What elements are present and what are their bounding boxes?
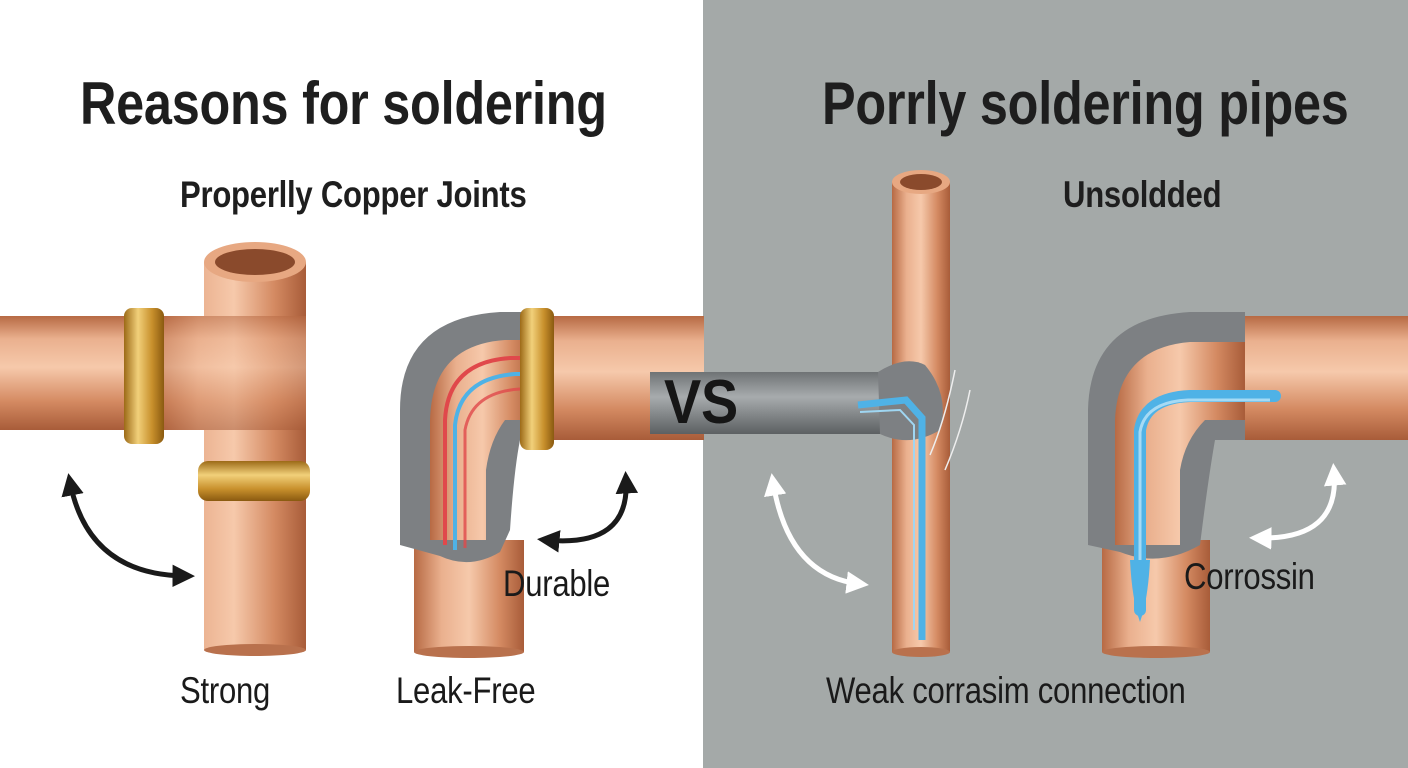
durable-label: Durable [503,563,611,604]
strong-arrow-icon [61,473,195,588]
weak-connection-arrow-icon [764,473,869,594]
left-title: Reasons for soldering [80,70,607,137]
right-title: Porrly soldering pipes [822,70,1349,137]
leak-free-label: Leak-Free [396,670,536,711]
copper-tee-joint-diagram [0,242,310,656]
weak-connection-label: Weak corrasim connection [826,670,1186,711]
right-subtitle: Unsoldded [1063,174,1222,215]
corrosion-label: Corrossin [1184,556,1315,597]
unsoldered-tee-diagram [745,170,971,657]
vs-label: VS [664,368,738,437]
left-subtitle: Properlly Copper Joints [180,174,527,215]
corrosion-arrow-icon [1249,463,1347,550]
corroded-elbow-diagram [1088,312,1408,658]
strong-label: Strong [180,670,271,711]
vs-connector-pipe [650,372,745,434]
durable-arrow-icon [537,471,639,553]
